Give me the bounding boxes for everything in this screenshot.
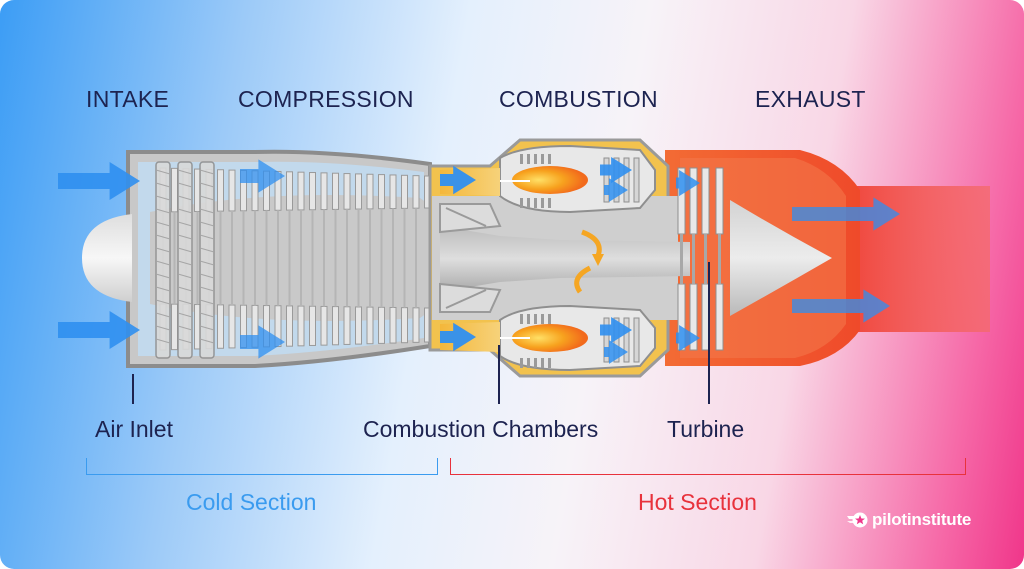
section-heading-combustion: COMBUSTION xyxy=(499,86,658,112)
cold-section-caption: Cold Section xyxy=(186,489,317,515)
lower-flame xyxy=(512,324,588,352)
engine-shaft xyxy=(440,226,690,292)
turbine-blades xyxy=(520,154,724,368)
hot-section-bracket xyxy=(450,458,966,475)
label-air-inlet: Air Inlet xyxy=(95,416,173,442)
section-heading-intake: INTAKE xyxy=(86,86,170,112)
rotation-arrow xyxy=(581,229,602,257)
cold-section-bracket xyxy=(86,458,438,475)
airflow-arrows xyxy=(58,156,900,364)
exhaust-cone xyxy=(730,200,832,316)
section-heading-compression: COMPRESSION xyxy=(238,86,414,112)
brand-name: pilotinstitute xyxy=(872,510,972,529)
compressor-core xyxy=(150,195,440,321)
brand-logo: pilotinstitute xyxy=(846,510,971,530)
star-wing-icon xyxy=(847,512,868,528)
label-combustion-chambers: Combustion Chambers xyxy=(363,416,599,442)
hot-section-caption: Hot Section xyxy=(638,489,757,515)
nose-spinner xyxy=(82,214,132,302)
section-heading-exhaust: EXHAUST xyxy=(755,86,866,112)
compressor-blades xyxy=(155,161,431,359)
upper-flame xyxy=(512,166,588,194)
label-turbine: Turbine xyxy=(667,416,745,442)
